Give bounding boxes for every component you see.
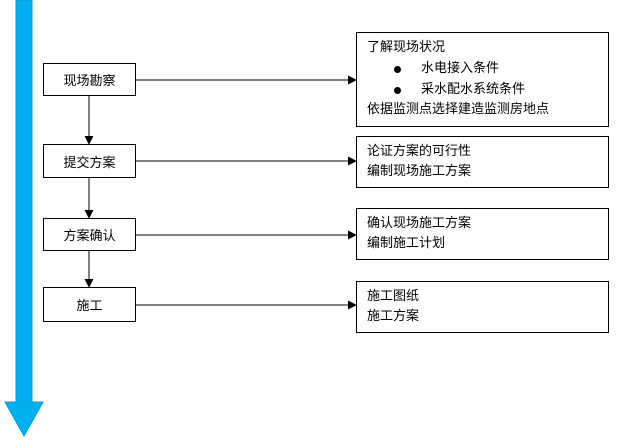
detail-line: 了解现场状况 (367, 40, 446, 55)
timeline-arrow (4, 0, 44, 438)
detail-bullet: 采水配水系统条件 (421, 82, 526, 97)
step-label: 方案确认 (63, 229, 116, 244)
detail-line: 施工方案 (367, 309, 420, 324)
step-label: 施工 (76, 299, 103, 314)
bullet-icon (394, 87, 401, 94)
detail-line: 依据监测点选择建造监测房地点 (367, 102, 550, 117)
detail-line: 论证方案的可行性 (367, 144, 472, 159)
detail-line: 确认现场施工方案 (367, 216, 472, 231)
step-box-construction: 施工 (43, 287, 136, 322)
detail-box-survey: 了解现场状况 水电接入条件 采水配水系统条件 依据监测点选择建造监测房地点 (356, 32, 609, 127)
bullet-icon (394, 66, 401, 73)
step-box-survey: 现场勘察 (43, 63, 136, 96)
step-box-submit-plan: 提交方案 (43, 144, 136, 178)
detail-bullet: 水电接入条件 (421, 61, 500, 76)
detail-line: 编制施工计划 (367, 236, 446, 251)
detail-line: 编制现场施工方案 (367, 164, 472, 179)
detail-box-confirm-plan: 确认现场施工方案 编制施工计划 (356, 208, 609, 260)
step-box-confirm-plan: 方案确认 (43, 218, 136, 251)
detail-box-submit-plan: 论证方案的可行性 编制现场施工方案 (356, 136, 609, 188)
detail-line: 施工图纸 (367, 289, 420, 304)
step-label: 现场勘察 (63, 74, 116, 89)
detail-box-construction: 施工图纸 施工方案 (356, 281, 609, 333)
step-label: 提交方案 (63, 155, 116, 171)
